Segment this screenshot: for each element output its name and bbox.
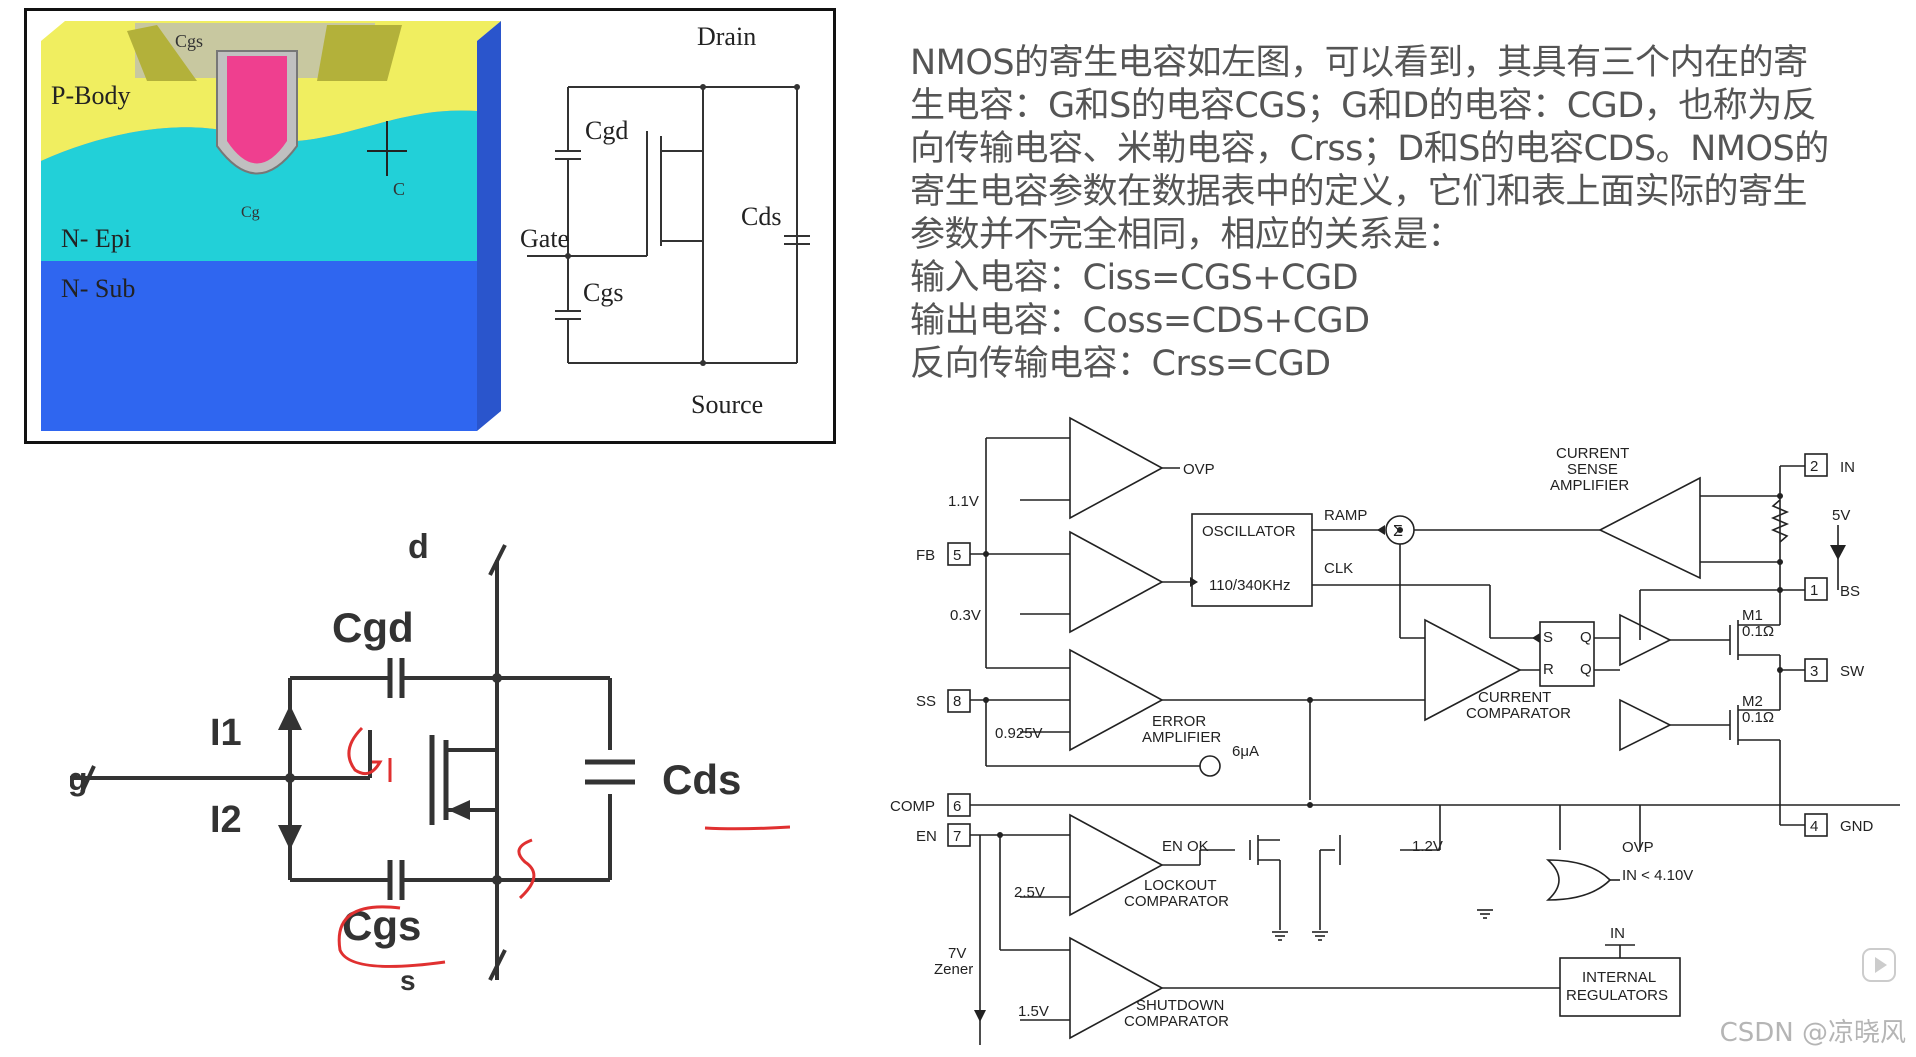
play-icon[interactable] <box>1862 948 1896 982</box>
latch-s-label: S <box>1543 629 1553 646</box>
comp-pin: 6 <box>953 798 961 815</box>
node-s-label: s <box>400 965 416 996</box>
cross-c-label: C <box>393 179 405 199</box>
lockout-label-2: COMPARATOR <box>1124 893 1229 910</box>
description-line: 输出电容：Coss=CDS+CGD <box>910 301 1370 341</box>
v03-label: 0.3V <box>950 607 981 624</box>
capacitance-model-figure: d s g Cgd Cgs Cds I1 I2 <box>68 528 791 1000</box>
cur-sense-label-3: AMPLIFIER <box>1550 477 1629 494</box>
shutdown-label-2: COMPARATOR <box>1124 1013 1229 1030</box>
in-pin-label: IN <box>1840 459 1855 476</box>
cross-cg-label: Cg <box>241 204 260 221</box>
cur-comp-label-2: COMPARATOR <box>1466 705 1571 722</box>
ss-label: SS <box>916 693 936 710</box>
error-amp-label-1: ERROR <box>1152 713 1206 730</box>
zener-label-2: Zener <box>934 961 973 978</box>
description-line: 参数并不完全相同，相应的关系是： <box>910 215 1463 255</box>
handwritten-annotations <box>337 726 791 968</box>
cur-sense-label-2: SENSE <box>1567 461 1618 478</box>
int-reg-label-1: INTERNAL <box>1582 969 1656 986</box>
fb-pin: 5 <box>953 547 961 564</box>
en-pin: 7 <box>953 828 961 845</box>
zener-label-1: 7V <box>948 945 966 962</box>
node-d-label: d <box>408 530 429 566</box>
gnd-pin: 4 <box>1810 818 1818 835</box>
latch-r-label: R <box>1543 661 1554 678</box>
latch-qbar-label: Q <box>1580 661 1592 678</box>
int-reg-label-2: REGULATORS <box>1566 987 1668 1004</box>
v15-label: 1.5V <box>1018 1003 1049 1020</box>
v25-label: 2.5V <box>1014 884 1045 901</box>
shutdown-label-1: SHUTDOWN <box>1136 997 1224 1014</box>
v5-label: 5V <box>1832 507 1850 524</box>
cur-sense-label-1: CURRENT <box>1556 445 1629 462</box>
description-line: 寄生电容参数在数据表中的定义，它们和表上面实际的寄生 <box>910 172 1808 212</box>
m2-resistance: 0.1Ω <box>1742 709 1774 726</box>
oscillator-label: OSCILLATOR <box>1202 523 1296 540</box>
description-line: 生电容：G和S的电容CGS；G和D的电容：CGD，也称为反 <box>910 86 1817 126</box>
i1-label: I1 <box>210 712 242 754</box>
description-line: NMOS的寄生电容如左图，可以看到，其具有三个内在的寄 <box>910 43 1808 83</box>
en-ok-label: EN OK <box>1162 838 1209 855</box>
sw-pin-label: SW <box>1840 663 1865 680</box>
m2-label: M2 <box>1742 693 1763 710</box>
ovp-input-label: OVP <box>1622 839 1654 856</box>
layer-nsub: N- Sub <box>61 274 135 303</box>
v0925-label: 0.925V <box>995 725 1043 742</box>
csdn-watermark: CSDN @凉晓风 <box>1719 1018 1906 1048</box>
description-line: 输入电容：Ciss=CGS+CGD <box>910 258 1359 298</box>
description-text: NMOS的寄生电容如左图，可以看到，其具有三个内在的寄 生电容：G和S的电容CG… <box>910 42 1890 386</box>
gnd-pin-label: GND <box>1840 818 1874 835</box>
comp-label: COMP <box>890 798 935 815</box>
sw-pin: 3 <box>1810 663 1818 680</box>
bs-pin: 1 <box>1810 582 1818 599</box>
v12-label: 1.2V <box>1412 838 1443 855</box>
node-g-label: g <box>70 761 88 797</box>
m1-resistance: 0.1Ω <box>1742 623 1774 640</box>
layer-nepi: N- Epi <box>61 224 131 253</box>
description-line: 反向传输电容：Crss=CGD <box>910 344 1331 384</box>
cgs-label: Cgs <box>342 902 421 949</box>
schem-cgs-label: Cgs <box>583 278 623 307</box>
schem-drain-label: Drain <box>697 22 756 51</box>
latch-q-label: Q <box>1580 629 1592 646</box>
lockout-label-1: LOCKOUT <box>1144 877 1217 894</box>
description-line: 向传输电容、米勒电容，Crss；D和S的电容CDS。NMOS的 <box>910 129 1829 169</box>
current-source-label: 6μA <box>1232 743 1259 760</box>
i2-label: I2 <box>210 799 242 841</box>
cds-label: Cds <box>662 756 741 803</box>
ss-pin: 8 <box>953 693 961 710</box>
schem-gate-label: Gate <box>520 224 569 253</box>
in-pin: 2 <box>1810 458 1818 475</box>
cgd-label: Cgd <box>332 604 414 651</box>
layer-pbody: P-Body <box>51 81 130 110</box>
freq-label: 110/340KHz <box>1209 577 1290 594</box>
converter-block-diagram: OVP 1.1V FB 5 0.3V OSCILLATOR 110/340KHz… <box>880 410 1916 1050</box>
bs-pin-label: BS <box>1840 583 1860 600</box>
clk-label: CLK <box>1324 560 1353 577</box>
cur-comp-label-1: CURRENT <box>1478 689 1551 706</box>
schem-cds-label: Cds <box>741 202 781 231</box>
cross-cgs-label: Cgs <box>175 31 203 51</box>
ramp-label: RAMP <box>1324 507 1367 524</box>
en-label: EN <box>916 828 937 845</box>
schem-cgd-label: Cgd <box>585 116 628 145</box>
schem-source-label: Source <box>691 390 763 419</box>
ovp-label: OVP <box>1183 461 1215 478</box>
v11-label: 1.1V <box>948 493 979 510</box>
error-amp-label-2: AMPLIFIER <box>1142 729 1221 746</box>
fb-label: FB <box>916 547 935 564</box>
m1-label: M1 <box>1742 607 1763 624</box>
int-reg-in-label: IN <box>1610 925 1625 942</box>
mosfet-cross-section-figure: P-Body N- Epi N- Sub Cgs Cg C Drain Gate… <box>24 8 836 444</box>
summing-node-label: Σ <box>1393 523 1403 540</box>
in-undervoltage-label: IN < 4.10V <box>1622 867 1693 884</box>
